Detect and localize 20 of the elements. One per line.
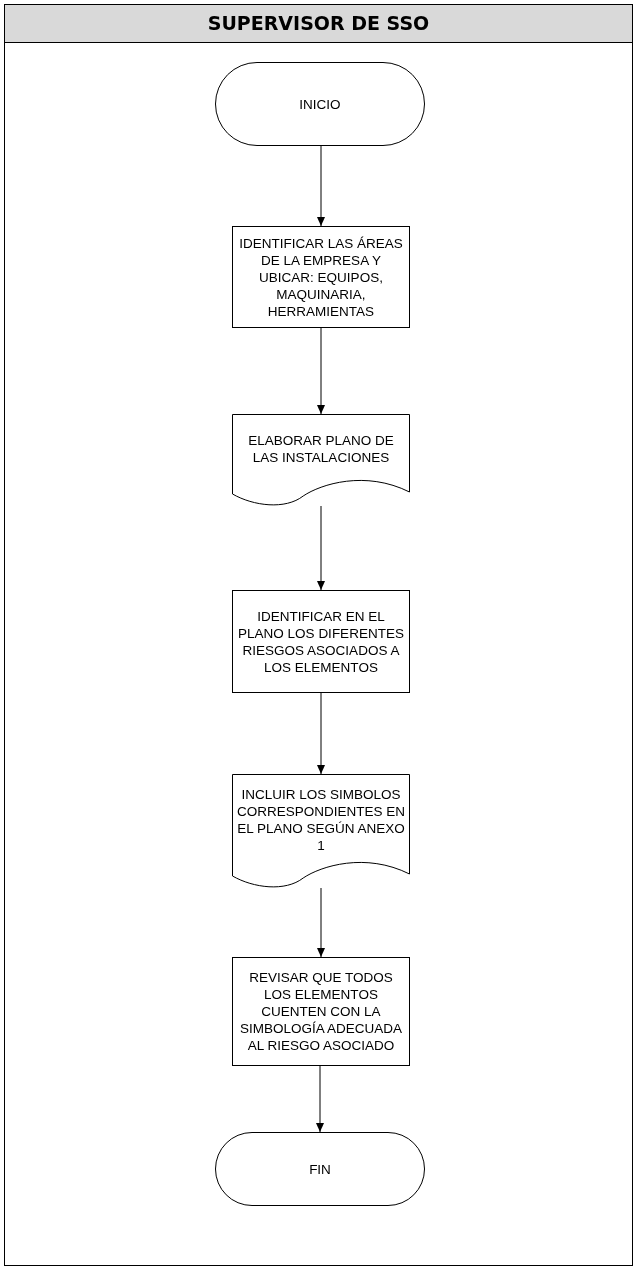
arrow [317,145,325,227]
node-text: IDENTIFICAR EN EL PLANO LOS DIFERENTES RIESGOS ASOCIADOS A LOS ELEMENTOS [237,607,405,676]
document-shape [232,774,410,888]
node-text: ELABORAR PLANO DE LAS INSTALACIONES [247,432,395,466]
swimlane [4,4,633,1266]
lane-header: SUPERVISOR DE SSO [5,5,632,43]
arrow [317,505,325,591]
arrow [316,1065,324,1133]
process-box [232,226,410,328]
node-text: FIN [309,1160,331,1178]
process-box [232,957,410,1066]
node-text: INCLUIR LOS SIMBOLOS CORRESPONDIENTES EN EL PLANO SEGÚN ANEXO 1 [236,786,406,854]
node-text: REVISAR QUE TODOS LOS ELEMENTOS CUENTEN CON LA SIMBOLOGÍA ADECUADA AL RIESGO ASOCIADO [238,969,403,1054]
document-shape [232,414,410,506]
arrow [317,327,325,415]
arrow [317,887,325,958]
node-text: INICIO [299,95,341,113]
arrow [317,692,325,775]
process-box [232,590,410,693]
node-text: IDENTIFICAR LAS ÁREAS DE LA EMPRESA Y UBICAR: EQUIPOS, MAQUINARIA, HERRAMIENTAS [238,234,404,320]
